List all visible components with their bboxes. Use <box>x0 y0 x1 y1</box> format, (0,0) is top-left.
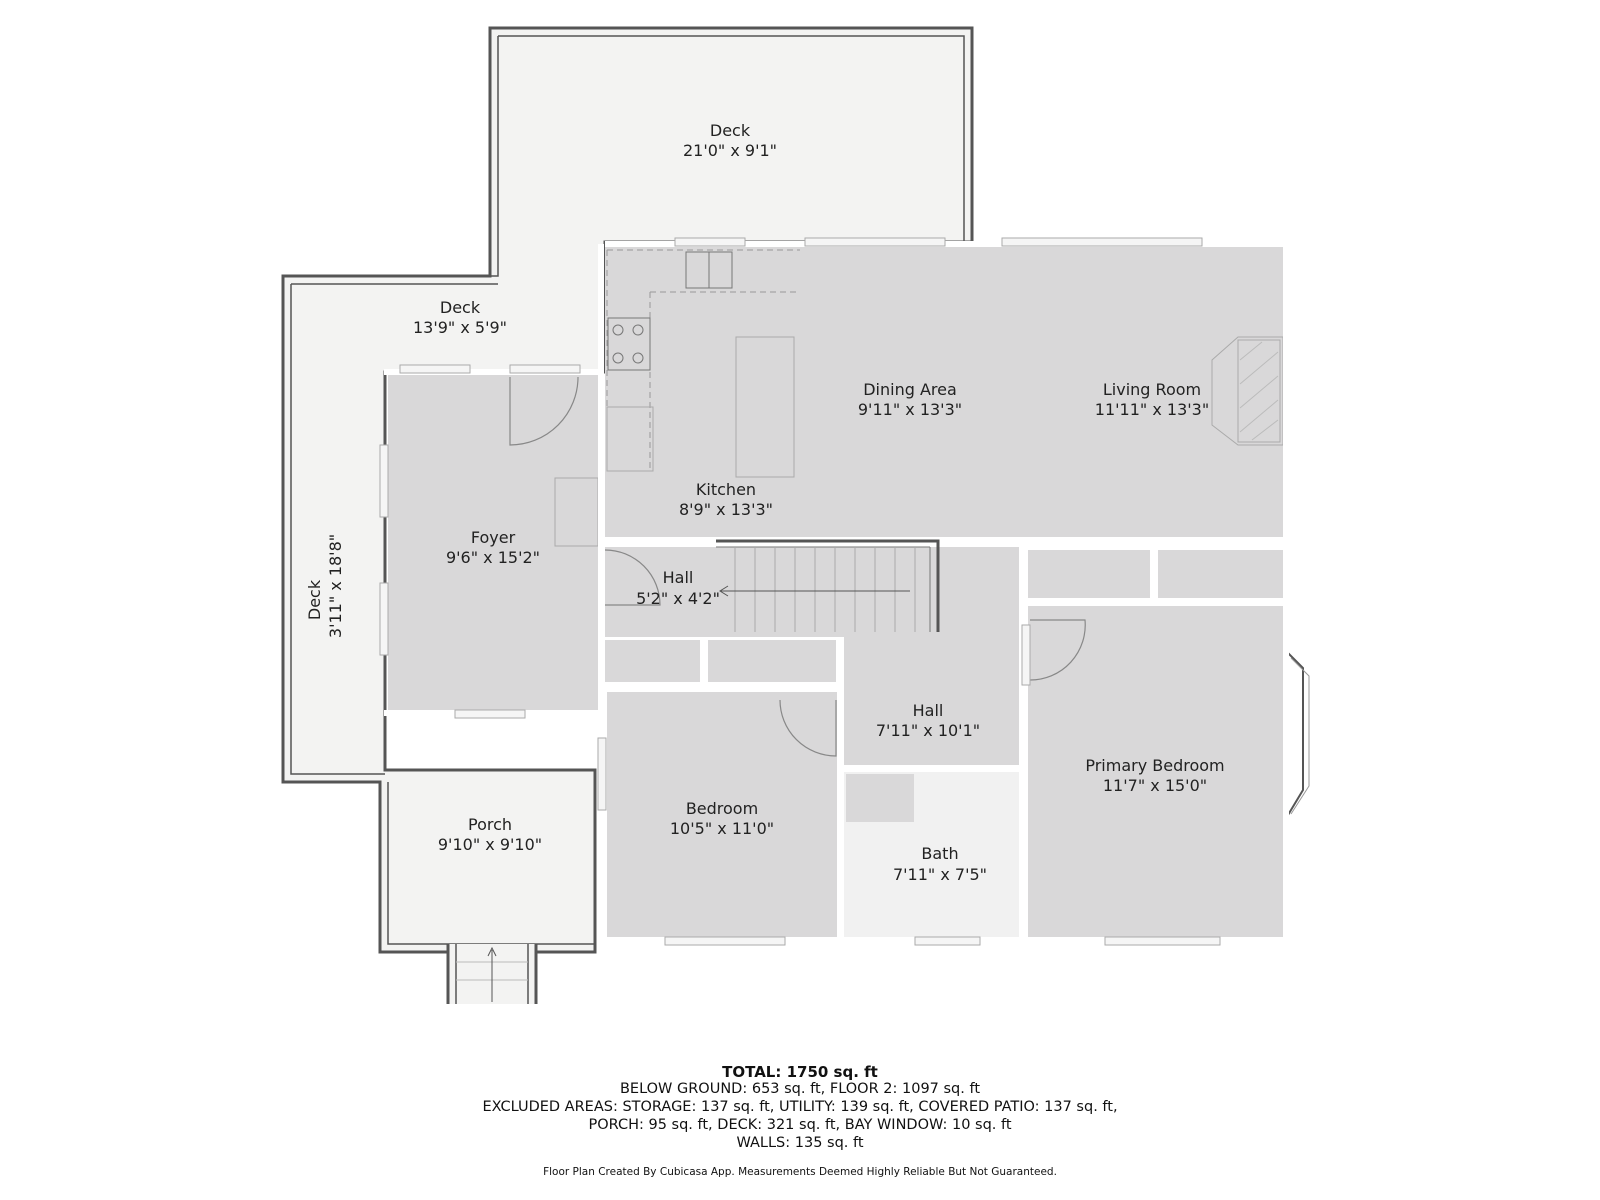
area-breakdown-line-2: EXCLUDED AREAS: STORAGE: 137 sq. ft, UTI… <box>482 1099 1118 1115</box>
label-foyer-name: Foyer <box>471 528 516 547</box>
porch-steps <box>446 944 538 1004</box>
room-foyer <box>388 375 598 710</box>
label-kitchen-name: Kitchen <box>696 480 756 499</box>
door-swing-bedroom <box>779 699 837 757</box>
label-deck-top-size: 21'0" x 9'1" <box>683 141 777 160</box>
deck-outline-inner <box>290 35 965 775</box>
label-foyer-size: 9'6" x 15'2" <box>446 548 540 567</box>
label-deck-top-name: Deck <box>710 121 751 140</box>
area-breakdown-line-4: WALLS: 135 sq. ft <box>736 1135 864 1151</box>
kitchen-counter <box>606 249 800 470</box>
label-bedroom-name: Bedroom <box>686 799 758 818</box>
credit-line: Floor Plan Created By Cubicasa App. Meas… <box>543 1166 1057 1178</box>
label-deck-mid-name: Deck <box>440 298 481 317</box>
area-breakdown-line-3: PORCH: 95 sq. ft, DECK: 321 sq. ft, BAY … <box>588 1117 1012 1133</box>
label-porch-size: 9'10" x 9'10" <box>438 835 542 854</box>
label-deck-left-name: Deck <box>305 579 324 620</box>
label-porch-name: Porch <box>468 815 512 834</box>
staircase <box>716 539 940 632</box>
room-hall-main <box>844 547 1019 765</box>
label-living-size: 11'11" x 13'3" <box>1095 400 1209 419</box>
closet-2 <box>708 640 836 682</box>
fridge <box>606 406 654 472</box>
door-swing-hall <box>604 549 661 606</box>
label-primary-bedroom-size: 11'7" x 15'0" <box>1103 776 1207 795</box>
stove <box>607 317 651 371</box>
total-area: TOTAL: 1750 sq. ft <box>722 1063 878 1081</box>
primary-closet-1 <box>1028 550 1150 598</box>
label-bath-size: 7'11" x 7'5" <box>893 865 987 884</box>
label-bath-name: Bath <box>921 844 958 863</box>
label-deck-mid-size: 13'9" x 5'9" <box>413 318 507 337</box>
label-deck-left-size: 3'11" x 18'8" <box>326 534 345 638</box>
interior-rooms <box>388 247 1283 940</box>
bath-vanity <box>846 774 914 822</box>
primary-closet-2 <box>1158 550 1283 598</box>
label-dining-size: 9'11" x 13'3" <box>858 400 962 419</box>
label-living-name: Living Room <box>1103 380 1201 399</box>
room-kitchen-dining-living <box>605 247 1283 537</box>
label-kitchen-size: 8'9" x 13'3" <box>679 500 773 519</box>
windows <box>379 237 1221 946</box>
label-hall-small-size: 5'2" x 4'2" <box>636 589 720 608</box>
kitchen-island <box>735 336 795 478</box>
label-dining-name: Dining Area <box>863 380 957 399</box>
label-hall-main-name: Hall <box>913 701 944 720</box>
room-labels: Deck 21'0" x 9'1" Deck 13'9" x 5'9" Deck… <box>305 121 1225 884</box>
area-breakdown-line-1: BELOW GROUND: 653 sq. ft, FLOOR 2: 1097 … <box>619 1081 981 1097</box>
room-bedroom <box>607 692 837 937</box>
door-swing-primary <box>1029 619 1086 681</box>
label-hall-main-size: 7'11" x 10'1" <box>876 721 980 740</box>
label-bedroom-size: 10'5" x 11'0" <box>670 819 774 838</box>
label-primary-bedroom-name: Primary Bedroom <box>1085 756 1224 775</box>
door-swing-foyer <box>509 376 579 446</box>
label-hall-small-name: Hall <box>663 568 694 587</box>
closet-1 <box>605 640 700 682</box>
bay-window <box>1284 649 1310 821</box>
room-primary-bedroom <box>1028 606 1283 937</box>
